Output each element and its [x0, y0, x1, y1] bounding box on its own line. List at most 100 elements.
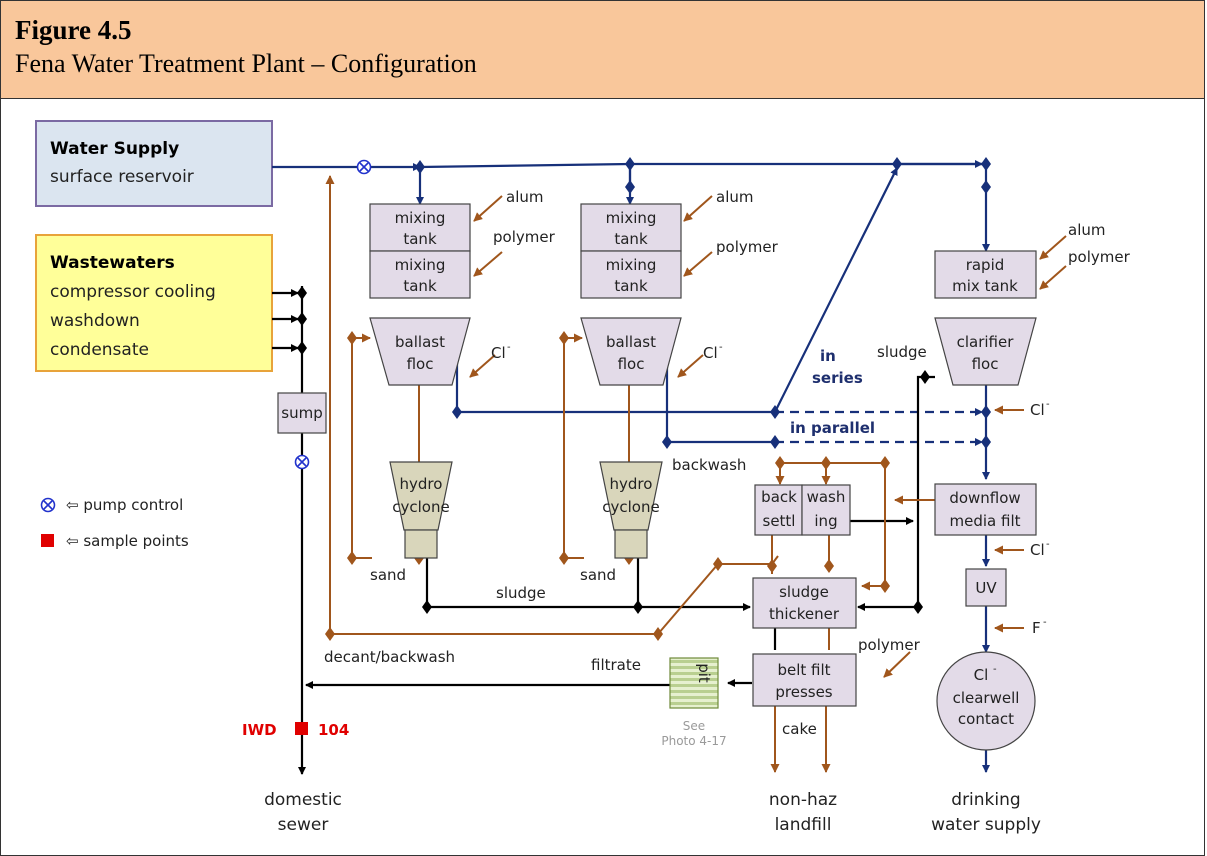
- wastewaters-item: condensate: [50, 340, 149, 360]
- chem-alum: alum: [716, 188, 753, 206]
- mixing-tank-label: tank: [403, 277, 437, 295]
- pump-control-icon: [40, 497, 56, 513]
- chem-cl-superscript: -: [1046, 399, 1050, 410]
- chem-alum: alum: [506, 188, 543, 206]
- output-landfill: landfill: [775, 815, 832, 835]
- in-parallel-label: in parallel: [790, 419, 875, 437]
- output-landfill: non-haz: [769, 790, 837, 810]
- chem-cl: Cl: [1030, 401, 1045, 419]
- mixing-tanks-train-1: mixing tank mixing tank: [369, 203, 471, 299]
- wastewaters-title: Wastewaters: [50, 253, 175, 273]
- chem-polymer: polymer: [493, 228, 556, 246]
- water-supply-subtitle: surface reservoir: [50, 167, 194, 187]
- backwash-label: backwash: [672, 456, 746, 474]
- cake-label: cake: [782, 720, 817, 738]
- output-domestic-sewer: domestic: [264, 790, 342, 810]
- backwash-settling-label: wash: [807, 488, 846, 506]
- thickener-label: thickener: [769, 605, 840, 623]
- water-supply-title: Water Supply: [50, 139, 179, 159]
- mixing-tank-label: mixing: [395, 256, 446, 274]
- see-photo-label: See: [683, 719, 705, 733]
- uv-label: UV: [975, 579, 997, 597]
- wastewaters-item: compressor cooling: [50, 282, 216, 302]
- figure-number: Figure 4.5: [15, 15, 132, 45]
- downflow-media-filter: downflow media filt: [934, 483, 1037, 536]
- wastewaters-box: Wastewaters compressor cooling washdown …: [35, 234, 273, 372]
- backwash-settling-label: back: [761, 488, 797, 506]
- clearwell-contact: Cl - clearwell contact: [936, 651, 1036, 751]
- filtrate-pit: pit: [669, 657, 719, 709]
- clarifier-label: floc: [972, 355, 999, 373]
- legend-pump-control: ⇦ pump control: [66, 496, 183, 514]
- legend: ⇦ pump control ⇦ sample points: [40, 496, 189, 550]
- chem-cl-superscript: -: [507, 342, 511, 353]
- figure-title: Fena Water Treatment Plant – Configurati…: [15, 49, 477, 78]
- mixing-tank-label: mixing: [606, 209, 657, 227]
- output-drinking-water: water supply: [931, 815, 1041, 835]
- chem-polymer: polymer: [1068, 248, 1131, 266]
- sand-label: sand: [370, 566, 406, 584]
- decant-backwash-label: decant/backwash: [324, 648, 455, 666]
- belt-filt-label: belt filt: [777, 661, 830, 679]
- hydro-cyclone-1: hydro cyclone: [389, 461, 453, 559]
- clearwell-label: contact: [958, 710, 1014, 728]
- clarifier-label: clarifier: [957, 333, 1015, 351]
- belt-filt-label: presses: [775, 683, 832, 701]
- sludge-label: sludge: [496, 584, 546, 602]
- chem-f: F: [1032, 619, 1041, 637]
- legend-sample-points: ⇦ sample points: [66, 532, 189, 550]
- pit-label: pit: [695, 663, 713, 683]
- see-photo-label: Photo 4-17: [661, 734, 726, 748]
- downflow-label: media filt: [950, 512, 1021, 530]
- parallel-dashed-lines: [775, 408, 983, 446]
- ballast-floc-label: ballast: [395, 333, 445, 351]
- sludge-thickener: sludge thickener: [752, 577, 857, 629]
- downflow-label: downflow: [949, 489, 1020, 507]
- chem-f-superscript: -: [1043, 617, 1047, 628]
- mixing-tank-label: tank: [614, 230, 648, 248]
- rapid-mix-label: mix tank: [952, 277, 1018, 295]
- iwd-label: IWD: [242, 721, 277, 739]
- ballast-floc-label: floc: [407, 355, 434, 373]
- output-drinking-water: drinking: [951, 790, 1020, 810]
- sump-label: sump: [281, 404, 322, 422]
- hydro-cyclone-label: hydro: [610, 475, 653, 493]
- chem-cl: Cl: [491, 344, 506, 362]
- backwash-settling: back wash settl ing: [754, 484, 851, 536]
- mixing-tank-label: tank: [403, 230, 437, 248]
- thickener-label: sludge: [779, 583, 829, 601]
- in-series-label: in: [820, 347, 836, 365]
- sludge-label: sludge: [877, 343, 927, 361]
- pump-control-icon: [356, 159, 372, 175]
- backwash-settling-label: ing: [814, 512, 837, 530]
- filtrate-label: filtrate: [591, 656, 641, 674]
- rapid-mix-tank: rapid mix tank: [934, 250, 1037, 299]
- chem-alum: alum: [1068, 221, 1105, 239]
- chem-cl-superscript: -: [719, 342, 723, 353]
- chem-cl: Cl: [1030, 541, 1045, 559]
- output-domestic-sewer: sewer: [278, 815, 329, 835]
- chem-polymer: polymer: [716, 238, 779, 256]
- ballast-floc-label: floc: [618, 355, 645, 373]
- hydro-cyclone-label: hydro: [400, 475, 443, 493]
- hydro-cyclone-label: cyclone: [392, 498, 449, 516]
- wastewaters-item: washdown: [50, 311, 140, 331]
- clarifier-floc: clarifier floc: [934, 317, 1037, 386]
- clearwell-superscript: -: [993, 664, 997, 675]
- ballast-floc-2: ballast floc: [580, 317, 682, 386]
- water-junctions: [415, 157, 991, 449]
- chem-cl: Cl: [703, 344, 718, 362]
- water-supply-box: Water Supply surface reservoir: [35, 120, 273, 207]
- figure-header: Figure 4.5 Fena Water Treatment Plant – …: [0, 0, 1205, 99]
- rapid-mix-label: rapid: [966, 256, 1005, 274]
- sand-label: sand: [580, 566, 616, 584]
- belt-filter-presses: belt filt presses: [752, 653, 857, 707]
- mixing-tanks-train-2: mixing tank mixing tank: [580, 203, 682, 299]
- ballast-floc-1: ballast floc: [369, 317, 471, 386]
- chem-polymer: polymer: [858, 636, 921, 654]
- ballast-floc-label: ballast: [606, 333, 656, 351]
- mixing-tank-label: tank: [614, 277, 648, 295]
- in-series-label: series: [812, 369, 863, 387]
